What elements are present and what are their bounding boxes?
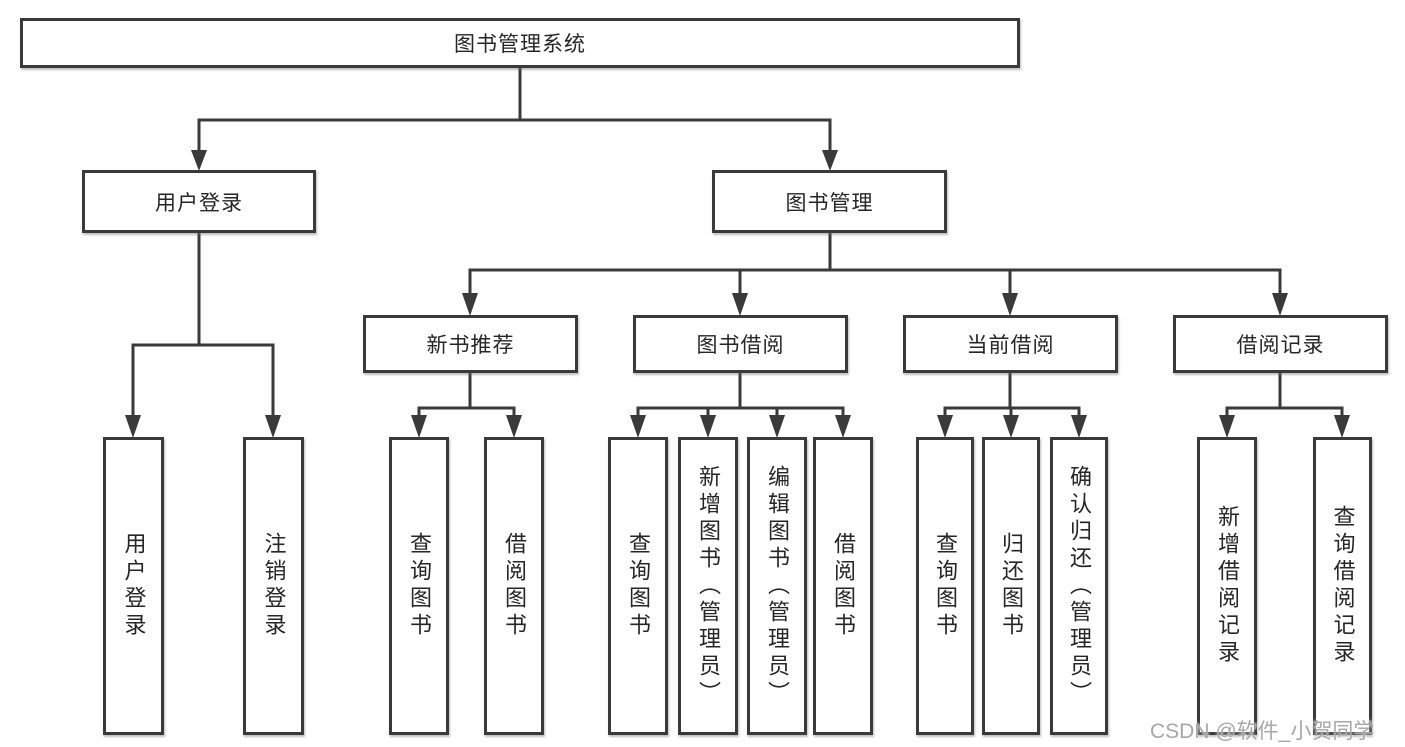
- node-book-management-label: 图书管理: [785, 191, 874, 215]
- leaf-recommend-query-books: 查询图书: [389, 437, 449, 735]
- leaf-return-books: 归还图书: [982, 437, 1040, 735]
- leaf-recommend-borrow-books-label: 借阅图书: [502, 532, 527, 640]
- leaf-edit-books-admin-label: 编辑图书（管理员）: [765, 464, 790, 708]
- leaf-confirm-return-admin: 确认归还（管理员）: [1050, 437, 1108, 735]
- leaf-edit-books-admin: 编辑图书（管理员）: [747, 437, 807, 735]
- node-borrowing-records-label: 借阅记录: [1236, 334, 1325, 357]
- leaf-query-borrow-record-label: 查询借阅记录: [1330, 505, 1356, 667]
- node-current-borrowing: 当前借阅: [903, 315, 1118, 373]
- node-new-book-recommendation-label: 新书推荐: [426, 334, 515, 357]
- leaf-add-borrow-record: 新增借阅记录: [1197, 437, 1257, 735]
- node-root-system: 图书管理系统: [20, 18, 1020, 68]
- leaf-current-query-books-label: 查询图书: [933, 532, 958, 640]
- leaf-recommend-borrow-books: 借阅图书: [484, 437, 544, 735]
- leaf-borrow-books: 借阅图书: [813, 437, 873, 735]
- node-current-borrowing-label: 当前借阅: [966, 334, 1055, 357]
- leaf-logout-label: 注销登录: [261, 532, 287, 640]
- node-root-label: 图书管理系统: [454, 33, 586, 56]
- node-user-login: 用户登录: [82, 170, 316, 233]
- leaf-confirm-return-admin-label: 确认归还（管理员）: [1067, 464, 1092, 708]
- node-user-login-label: 用户登录: [155, 191, 243, 215]
- leaf-current-query-books: 查询图书: [916, 437, 974, 735]
- leaf-recommend-query-books-label: 查询图书: [407, 532, 432, 640]
- leaf-user-login-label: 用户登录: [121, 532, 147, 640]
- leaf-return-books-label: 归还图书: [999, 532, 1024, 640]
- node-book-management: 图书管理: [712, 170, 947, 233]
- node-borrowing-records: 借阅记录: [1173, 315, 1388, 373]
- leaf-borrow-query-books-label: 查询图书: [626, 532, 651, 640]
- leaf-add-books-admin-label: 新增图书（管理员）: [696, 464, 721, 708]
- node-new-book-recommendation: 新书推荐: [363, 315, 578, 373]
- leaf-add-books-admin: 新增图书（管理员）: [678, 437, 738, 735]
- leaf-add-borrow-record-label: 新增借阅记录: [1215, 505, 1240, 667]
- leaf-query-borrow-record: 查询借阅记录: [1313, 437, 1372, 735]
- node-book-borrowing-label: 图书借阅: [696, 334, 785, 357]
- leaf-user-login: 用户登录: [103, 437, 164, 735]
- node-book-borrowing: 图书借阅: [633, 315, 848, 373]
- leaf-borrow-books-label: 借阅图书: [831, 532, 856, 640]
- leaf-logout: 注销登录: [243, 437, 304, 735]
- leaf-borrow-query-books: 查询图书: [608, 437, 668, 735]
